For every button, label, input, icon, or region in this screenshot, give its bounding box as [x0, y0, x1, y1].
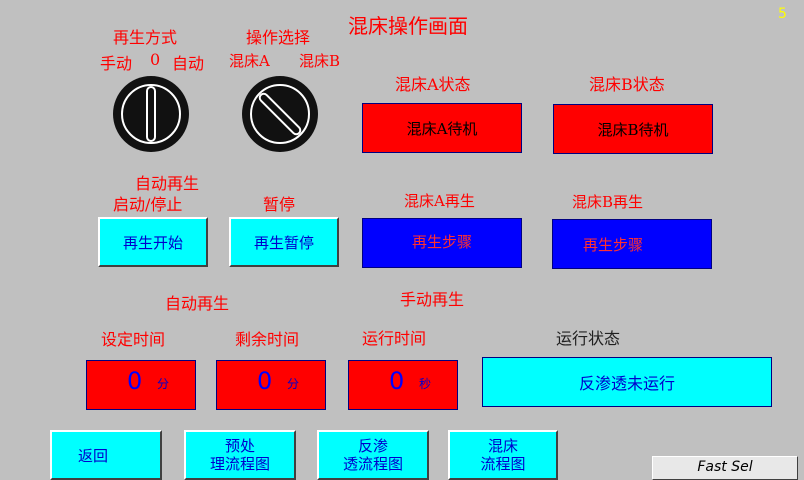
ro-flow-line1: 反渗 [357, 437, 388, 455]
back-button[interactable]: 返回 [50, 430, 162, 480]
run-state-display: 反渗透未运行 [482, 357, 772, 407]
corner-indicator: 5 [778, 6, 787, 22]
pause-label: 暂停 [263, 195, 296, 214]
regen-start-button[interactable]: 再生开始 [98, 217, 208, 267]
set-time-label: 设定时间 [101, 330, 166, 349]
regen-b-title: 混床B再生 [572, 193, 644, 211]
regen-mode-title: 再生方式 [113, 28, 178, 47]
pretreatment-flow-line1: 预处 [224, 437, 255, 455]
set-time-display[interactable]: 0 分 [86, 360, 196, 410]
set-time-value: 0 [127, 367, 143, 395]
pretreatment-flow-line2: 理流程图 [209, 455, 270, 473]
operate-select-switch[interactable] [242, 76, 318, 152]
auto-regen-section-label: 自动再生 [165, 294, 230, 313]
regen-pause-button[interactable]: 再生暂停 [229, 217, 339, 267]
remaining-time-display: 0 分 [216, 360, 326, 410]
status-a-indicator: 混床A待机 [362, 103, 522, 153]
switch-handle-icon [256, 90, 304, 138]
fast-sel-button[interactable]: Fast Sel [652, 456, 798, 480]
remaining-time-label: 剩余时间 [235, 330, 300, 349]
operate-select-a-label: 混床A [229, 52, 270, 70]
regen-a-step-indicator: 再生步骤 [362, 218, 522, 268]
run-time-label: 运行时间 [362, 329, 427, 348]
remaining-time-value: 0 [257, 367, 273, 395]
regen-mode-zero-label: 0 [150, 50, 161, 69]
regen-mode-auto-label: 自动 [172, 54, 205, 73]
switch-face [250, 84, 310, 144]
regen-b-step-indicator: 再生步骤 [552, 219, 712, 269]
mixbed-flow-line1: 混床 [487, 437, 518, 455]
operate-select-title: 操作选择 [246, 28, 311, 47]
regen-mode-manual-label: 手动 [100, 54, 133, 73]
regen-mode-selector-switch[interactable] [113, 76, 189, 152]
run-state-label: 运行状态 [556, 329, 621, 348]
status-b-indicator: 混床B待机 [553, 104, 713, 154]
manual-regen-section-label: 手动再生 [400, 290, 465, 309]
ro-flow-button[interactable]: 反渗 透流程图 [317, 430, 429, 480]
auto-regen-title: 自动再生 [135, 174, 200, 193]
remaining-time-unit: 分 [287, 377, 300, 391]
run-time-unit: 秒 [419, 377, 432, 391]
status-a-title: 混床A状态 [395, 75, 471, 94]
mixbed-flow-button[interactable]: 混床 流程图 [448, 430, 558, 480]
page-title: 混床操作画面 [348, 14, 468, 38]
operate-select-b-label: 混床B [299, 52, 341, 70]
run-time-value: 0 [389, 367, 405, 395]
ro-flow-line2: 透流程图 [342, 455, 403, 473]
switch-face [121, 84, 181, 144]
switch-handle-icon [146, 86, 156, 142]
status-b-title: 混床B状态 [589, 75, 665, 94]
start-stop-label: 启动/停止 [113, 195, 183, 214]
run-time-display: 0 秒 [348, 360, 458, 410]
set-time-unit: 分 [157, 377, 170, 391]
mixbed-flow-line2: 流程图 [480, 455, 526, 473]
regen-a-title: 混床A再生 [404, 192, 475, 210]
pretreatment-flow-button[interactable]: 预处 理流程图 [184, 430, 296, 480]
